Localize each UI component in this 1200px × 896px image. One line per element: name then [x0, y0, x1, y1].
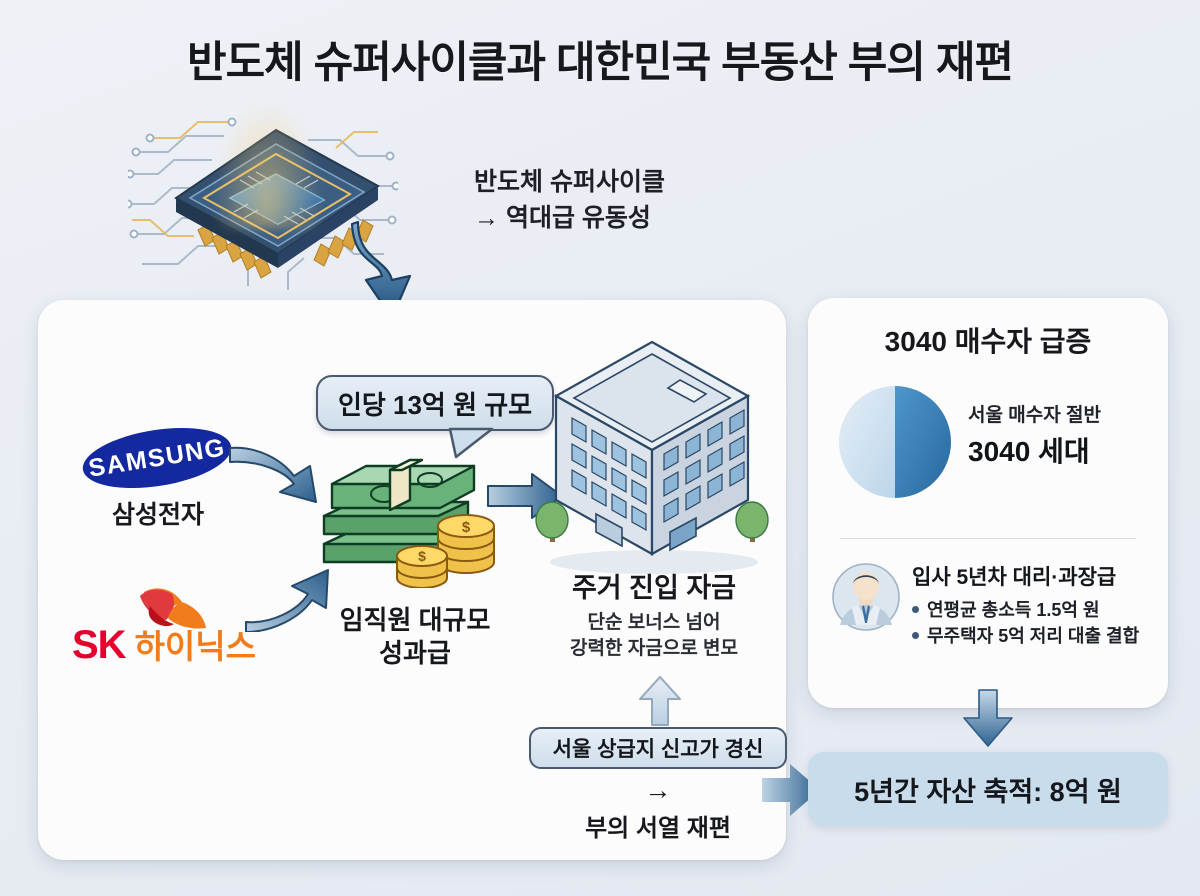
sk-hynix-wordmark: SK 하이닉스 [62, 620, 266, 668]
persona-bullet-list: 연평균 총소득 1.5억 원 무주택자 5억 저리 대출 결합 [912, 597, 1166, 649]
result-label: 5년간 자산 축적: 8억 원 [854, 776, 1122, 807]
svg-text:$: $ [462, 519, 471, 536]
office-worker-avatar [832, 563, 900, 631]
sk-wordmark-sk: SK [71, 623, 127, 667]
buyer-stats-title: 3040 매수자 급증 [884, 326, 1092, 357]
persona-bullet: 연평균 총소득 1.5억 원 [912, 597, 1166, 623]
flow-to-result-arrow-icon [762, 764, 820, 816]
pie-caption-big: 3040 세대 [968, 436, 1090, 467]
chip-caption-line1: 반도체 슈퍼사이클 [474, 168, 665, 196]
seoul-record-price-pill: 서울 상급지 신고가 경신 [529, 727, 787, 769]
svg-text:$: $ [418, 548, 426, 564]
sk-hynix-logo-icon [140, 588, 206, 629]
card-divider [840, 538, 1136, 539]
chip-caption: 반도체 슈퍼사이클 → 역대급 유동성 [474, 165, 774, 236]
cash-and-coins-icon: $ $ [322, 458, 495, 588]
seoul-arrow-glyph: → [644, 775, 672, 805]
seoul-to-housing-arrow-icon [639, 676, 681, 726]
chip-glow [213, 98, 323, 228]
apartment-building-icon [535, 340, 769, 574]
wealth-reorder-label: 부의 서열 재편 [585, 815, 731, 842]
bonus-label-line1: 임직원 대규모 [339, 605, 491, 635]
samsung-to-money-arrow-icon [229, 446, 317, 503]
sk-wordmark-hynix: 하이닉스 [134, 628, 257, 665]
buyer-share-pie-chart [839, 386, 951, 498]
samsung-label: 삼성전자 [111, 501, 204, 529]
bonus-bubble-label: 인당 13억 원 규모 [337, 389, 533, 420]
persona-heading: 입사 5년차 대리·과장급 [912, 566, 1117, 589]
result-card [808, 752, 1168, 826]
bonus-label-line2: 성과급 [379, 637, 451, 668]
housing-fund-sub1: 단순 보너스 넘어 [587, 612, 721, 634]
chip-caption-line2: → 역대급 유동성 [474, 203, 651, 232]
semiconductor-chip-icon [123, 98, 401, 293]
pie-caption: 서울 매수자 절반 3040 세대 [968, 400, 1164, 470]
seoul-record-price-label: 서울 상급지 신고가 경신 [552, 738, 764, 761]
bonus-bubble: 인당 13억 원 규모 [316, 375, 554, 431]
bubble-tail-icon [448, 427, 494, 459]
buyer-stats-card [808, 298, 1168, 708]
housing-fund-label: 주거 진입 자금 단순 보너스 넘어 강력한 자금으로 변모 [530, 572, 778, 662]
housing-fund-sub2: 강력한 자금으로 변모 [570, 638, 738, 660]
pie-caption-small: 서울 매수자 절반 [968, 405, 1101, 426]
persona-to-result-arrow-icon [963, 689, 1013, 747]
persona-bullet: 무주택자 5억 저리 대출 결합 [912, 623, 1166, 649]
sk-to-money-arrow-icon [245, 569, 329, 632]
bonus-label: 임직원 대규모 성과급 [300, 604, 530, 669]
page-title: 반도체 슈퍼사이클과 대한민국 부동산 부의 재편 [187, 39, 1014, 87]
housing-fund-heading: 주거 진입 자금 [571, 573, 737, 603]
persona-block: 입사 5년차 대리·과장급 연평균 총소득 1.5억 원 무주택자 5억 저리 … [912, 561, 1166, 649]
